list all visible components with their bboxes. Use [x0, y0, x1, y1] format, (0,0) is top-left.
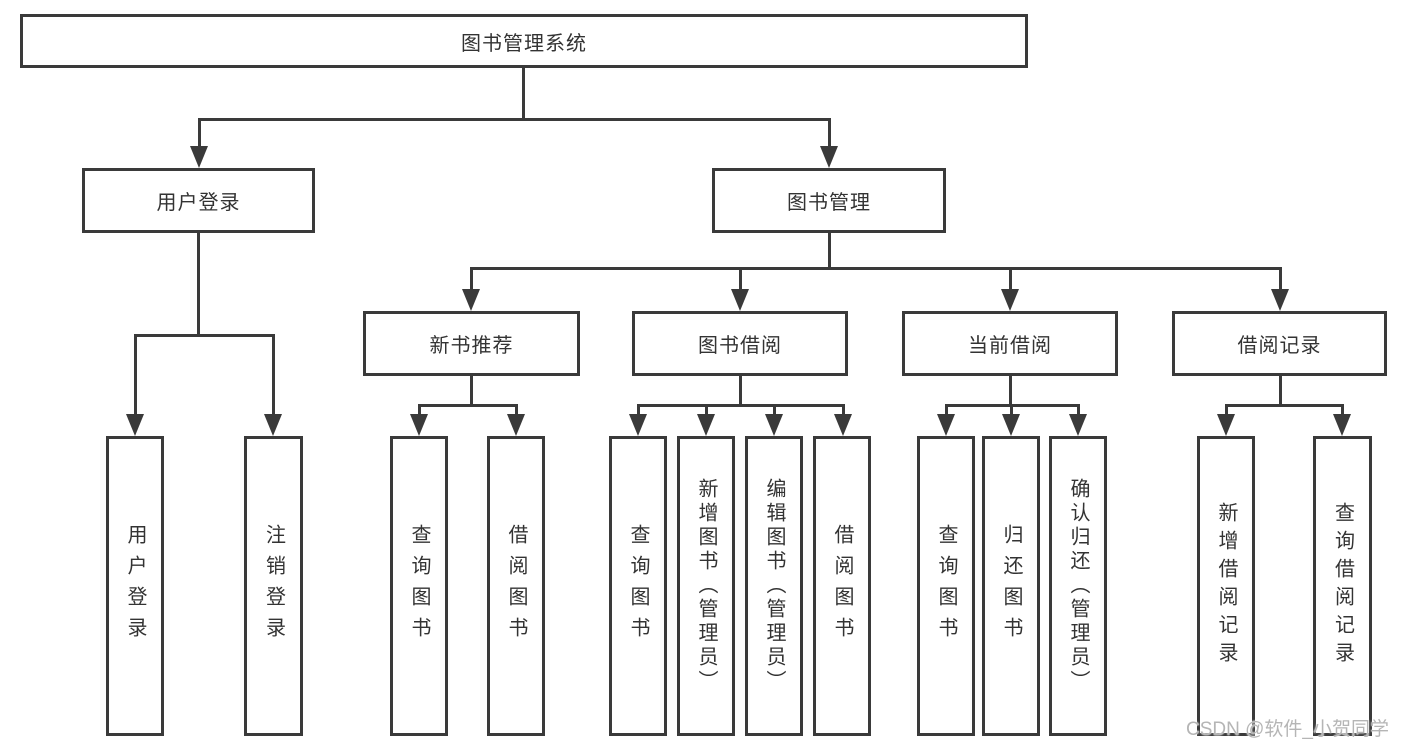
connector-l3-stem [470, 376, 473, 407]
connector-l3-stem [1009, 376, 1012, 407]
connector-userlogin-stem [197, 233, 200, 337]
connector-leaf-drop [705, 404, 708, 416]
connector-bookmgmt-stem [828, 233, 831, 269]
leaf-query-books-borrowing: 查询图书 [609, 436, 667, 736]
node-new-book-recommendation-label: 新书推荐 [429, 335, 514, 357]
leaf-add-book-admin-label: 新增图书（管理员） [695, 478, 717, 694]
node-book-management: 图书管理 [712, 168, 946, 233]
leaf-query-books-recommend-label: 查询图书 [408, 524, 430, 648]
leaf-user-login: 用户登录 [106, 436, 164, 736]
arrow-down-icon [126, 414, 144, 436]
leaf-add-book-admin: 新增图书（管理员） [677, 436, 735, 736]
arrow-down-icon [765, 414, 783, 436]
connector-userlogin-drop [198, 118, 201, 150]
node-book-management-label: 图书管理 [787, 192, 871, 214]
leaf-confirm-return-admin-label: 确认归还（管理员） [1067, 478, 1089, 694]
leaf-add-borrow-record-label: 新增借阅记录 [1215, 502, 1237, 670]
connector-leaf-drop [1225, 404, 1228, 416]
node-borrowing-records-label: 借阅记录 [1237, 335, 1322, 357]
connector-root-stem [522, 66, 525, 120]
node-root-label: 图书管理系统 [461, 32, 587, 55]
leaf-logout-label: 注销登录 [262, 524, 285, 648]
connector-bookmgmt-drop [828, 118, 831, 150]
node-book-borrowing-label: 图书借阅 [698, 335, 782, 357]
arrow-down-icon [834, 414, 852, 436]
node-user-login-label: 用户登录 [156, 192, 241, 214]
leaf-query-books-current: 查询图书 [917, 436, 975, 736]
arrow-down-icon [1001, 289, 1019, 311]
arrow-down-icon [937, 414, 955, 436]
arrow-down-icon [410, 414, 428, 436]
connector-leaf-drop [945, 404, 948, 416]
connector-leaf-drop [1077, 404, 1080, 416]
node-user-login: 用户登录 [82, 168, 315, 233]
connector-l3-drop [739, 267, 742, 293]
arrow-down-icon [1333, 414, 1351, 436]
connector-l3-hbar [637, 404, 845, 407]
connector-l3-stem [739, 376, 742, 407]
arrow-down-icon [697, 414, 715, 436]
connector-leaf-drop [515, 404, 518, 416]
leaf-borrow-books-recommend: 借阅图书 [487, 436, 545, 736]
connector-leaf-drop [773, 404, 776, 416]
connector-leaf-drop [637, 404, 640, 416]
arrow-down-icon [820, 146, 838, 168]
watermark-text: CSDN @软件_小贺同学 [1186, 719, 1389, 740]
connector-leaf-drop [842, 404, 845, 416]
leaf-query-books-current-label: 查询图书 [935, 524, 957, 648]
connector-leaf-drop [134, 334, 137, 417]
leaf-logout: 注销登录 [244, 436, 303, 736]
arrow-down-icon [629, 414, 647, 436]
connector-root-hbar [198, 118, 831, 121]
leaf-user-login-label: 用户登录 [124, 524, 146, 648]
arrow-down-icon [1271, 289, 1289, 311]
leaf-borrow-books-borrowing: 借阅图书 [813, 436, 871, 736]
leaf-borrow-books-recommend-label: 借阅图书 [505, 524, 527, 648]
leaf-query-books-borrowing-label: 查询图书 [627, 524, 649, 648]
arrow-down-icon [1002, 414, 1020, 436]
arrow-down-icon [507, 414, 525, 436]
arrow-down-icon [731, 289, 749, 311]
connector-userlogin-hbar [134, 334, 275, 337]
node-book-borrowing: 图书借阅 [632, 311, 848, 376]
arrow-down-icon [1217, 414, 1235, 436]
arrow-down-icon [1069, 414, 1087, 436]
leaf-query-books-recommend: 查询图书 [390, 436, 448, 736]
arrow-down-icon [462, 289, 480, 311]
leaf-query-borrow-record: 查询借阅记录 [1313, 436, 1372, 736]
connector-l3-drop [1009, 267, 1012, 293]
connector-l3-hbar [418, 404, 518, 407]
connector-l3-drop [1279, 267, 1282, 293]
node-current-borrowing: 当前借阅 [902, 311, 1118, 376]
leaf-add-borrow-record: 新增借阅记录 [1197, 436, 1255, 736]
leaf-return-books-label: 归还图书 [1000, 524, 1022, 648]
node-new-book-recommendation: 新书推荐 [363, 311, 580, 376]
node-root: 图书管理系统 [20, 14, 1028, 68]
arrow-down-icon [264, 414, 282, 436]
connector-l3-hbar [1225, 404, 1344, 407]
connector-leaf-drop [272, 334, 275, 417]
connector-leaf-drop [418, 404, 421, 416]
leaf-confirm-return-admin: 确认归还（管理员） [1049, 436, 1107, 736]
connector-leaf-drop [1010, 404, 1013, 416]
connector-bookmgmt-hbar [470, 267, 1281, 270]
leaf-query-borrow-record-label: 查询借阅记录 [1331, 502, 1354, 670]
leaf-return-books: 归还图书 [982, 436, 1040, 736]
arrow-down-icon [190, 146, 208, 168]
connector-leaf-drop [1341, 404, 1344, 416]
leaf-edit-book-admin: 编辑图书（管理员） [745, 436, 803, 736]
leaf-edit-book-admin-label: 编辑图书（管理员） [763, 478, 785, 694]
connector-l3-drop [470, 267, 473, 293]
leaf-borrow-books-borrowing-label: 借阅图书 [831, 524, 853, 648]
node-current-borrowing-label: 当前借阅 [968, 335, 1052, 357]
connector-l3-stem [1279, 376, 1282, 407]
node-borrowing-records: 借阅记录 [1172, 311, 1387, 376]
